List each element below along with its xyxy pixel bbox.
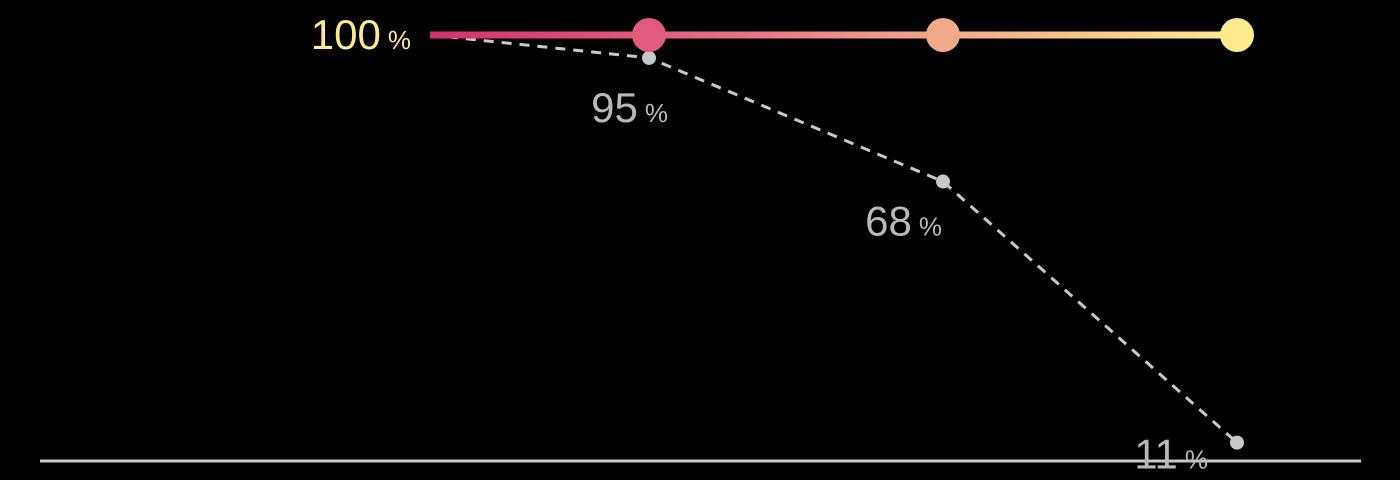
value-label-number: 100 bbox=[311, 11, 381, 58]
value-label-number: 11 bbox=[1134, 431, 1178, 478]
series-dashed-line bbox=[429, 33, 1238, 444]
value-label-number: 95 bbox=[591, 84, 638, 131]
dashed-series-point-3 bbox=[1230, 435, 1244, 450]
value-label-68: 68% bbox=[865, 198, 942, 245]
value-label-100: 100% bbox=[311, 11, 411, 58]
solid-series-point-2 bbox=[926, 18, 960, 52]
value-label-11: 11% bbox=[1134, 431, 1208, 478]
value-label-unit: % bbox=[388, 25, 411, 55]
value-label-unit: % bbox=[919, 212, 942, 242]
solid-series-point-1 bbox=[632, 18, 666, 52]
dashed-series-point-2 bbox=[936, 174, 950, 189]
value-label-unit: % bbox=[1185, 445, 1208, 475]
dashed-series-point-1 bbox=[642, 50, 656, 65]
value-label-number: 68 bbox=[865, 198, 912, 245]
solid-series-point-3 bbox=[1220, 18, 1254, 52]
value-label-95: 95% bbox=[591, 84, 668, 131]
value-label-unit: % bbox=[645, 98, 668, 128]
